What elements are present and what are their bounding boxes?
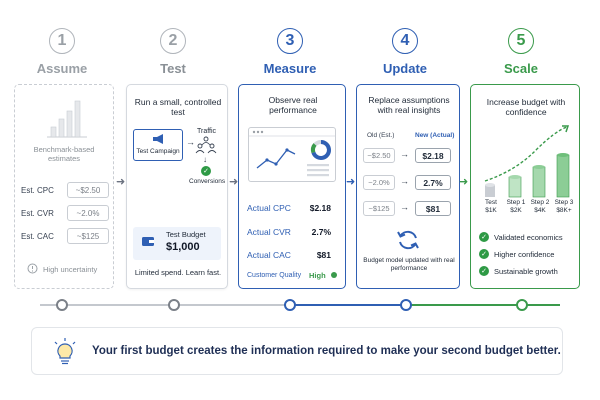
est-cvr-value: ~2.0% (67, 205, 109, 221)
timeline-track-blue (290, 304, 405, 306)
step-2-title: Test (160, 61, 186, 76)
scale-card: Increase budget with confidence Test $1K… (470, 84, 580, 289)
update-heading: Replace assumptions with real insights (368, 95, 450, 116)
bar-test-amount: $1K (485, 207, 497, 214)
uncertainty-label: High uncertainty (43, 265, 98, 274)
bar-step3-label: Step 3 (554, 199, 574, 206)
test-campaign-label: Test Campaign (136, 148, 180, 155)
new-cvr: 2.7% (415, 175, 451, 190)
new-cac: $81 (415, 201, 451, 216)
step-2-number: 2 (160, 28, 186, 54)
step-3-number: 3 (277, 28, 303, 54)
arrow-2-3: ➜ (229, 176, 239, 188)
new-cpc: $2.18 (415, 148, 451, 163)
step-4-number: 4 (392, 28, 418, 54)
check-icon: ✓ (479, 249, 489, 259)
traffic-down-arrow: ↓ (203, 155, 207, 164)
footer-message: Your first budget creates the informatio… (92, 345, 561, 357)
arrow-1-2: ➜ (116, 176, 126, 188)
bar-step2-label: Step 2 (530, 199, 550, 206)
old-cpc: ~$2.50 (363, 148, 395, 163)
measure-card: Observe real performance Actual CPC $2.1… (238, 84, 346, 289)
customer-quality-value: High (309, 271, 326, 280)
est-cvr-label: Est. CVR (21, 209, 54, 218)
timeline-dot-measure (284, 299, 296, 311)
actual-cvr-label: Actual CVR (247, 227, 291, 237)
timeline-dot-update (400, 299, 412, 311)
uncertainty-icon (27, 263, 38, 274)
test-campaign-box: Test Campaign (133, 129, 183, 161)
check-item-validated: Validated economics (494, 233, 563, 242)
conversion-check-icon: ✓ (201, 166, 211, 176)
old-cac: ~$125 (363, 201, 395, 216)
cac-update-arrow: → (400, 202, 409, 212)
lightbulb-icon (54, 338, 76, 365)
check-icon: ✓ (479, 266, 489, 276)
update-card: Replace assumptions with real insights O… (356, 84, 460, 289)
actual-cpc-value: $2.18 (309, 203, 331, 213)
timeline-track-gray (40, 304, 290, 306)
assume-card: Benchmark-based estimates Est. CPC ~$2.5… (14, 84, 114, 289)
old-header: Old (Est.) (367, 132, 395, 139)
est-cpc-value: ~$2.50 (67, 182, 109, 198)
test-footer: Limited spend. Learn fast. (134, 268, 222, 277)
benchmark-caption: Benchmark-based estimates (33, 145, 95, 163)
actual-cvr-value: 2.7% (311, 227, 331, 237)
test-budget-box: Test Budget $1,000 (133, 227, 221, 260)
step-1-title: Assume (36, 61, 88, 76)
new-header: New (Actual) (415, 132, 455, 139)
customer-quality-label: Customer Quality (247, 272, 302, 279)
old-cvr: ~2.0% (363, 175, 395, 190)
timeline-dot-assume (56, 299, 68, 311)
timeline (0, 296, 600, 316)
update-caption: Budget model updated with real performan… (363, 257, 455, 272)
actual-cac-label: Actual CAC (247, 250, 291, 260)
step-4-title: Update (382, 61, 428, 76)
step-5-title: Scale (504, 61, 538, 76)
people-icon (195, 136, 217, 154)
dashboard-window (248, 127, 336, 182)
bar-step3-amount: $8K+ (556, 207, 572, 214)
bar-step1-label: Step 1 (506, 199, 526, 206)
arrow-4-5: ➜ (459, 176, 469, 188)
growth-chart-icon (484, 125, 570, 198)
bar-step2-amount: $4K (534, 207, 546, 214)
megaphone-icon (153, 134, 163, 144)
bar-test-label: Test (485, 199, 497, 206)
test-budget-label: Test Budget (166, 230, 206, 239)
measure-heading: Observe real performance (268, 95, 318, 116)
bar-step1-amount: $2K (510, 207, 522, 214)
campaign-traffic-arrow: → (186, 137, 195, 147)
conversions-label: Conversions (189, 178, 226, 185)
est-cpc-label: Est. CPC (21, 186, 54, 195)
cvr-update-arrow: → (400, 176, 409, 186)
actual-cpc-label: Actual CPC (247, 203, 291, 213)
cpc-update-arrow: → (400, 149, 409, 159)
timeline-dot-scale (516, 299, 528, 311)
test-card: Run a small, controlled test Test Campai… (126, 84, 228, 289)
est-cac-value: ~$125 (67, 228, 109, 244)
wallet-icon (142, 237, 154, 246)
refresh-icon (397, 230, 419, 250)
est-cac-label: Est. CAC (21, 232, 54, 241)
check-icon: ✓ (479, 232, 489, 242)
footer-banner: Your first budget creates the informatio… (31, 327, 563, 375)
step-3-title: Measure (263, 61, 317, 76)
scale-heading: Increase budget with confidence (486, 97, 566, 118)
step-1-number: 1 (49, 28, 75, 54)
traffic-label: Traffic (197, 128, 217, 135)
check-item-growth: Sustainable growth (494, 267, 558, 276)
test-heading: Run a small, controlled test (134, 97, 222, 118)
benchmark-chart-icon (47, 100, 87, 138)
arrow-3-4: ➜ (346, 176, 356, 188)
dashboard-chart-icon (249, 130, 335, 177)
actual-cac-value: $81 (316, 250, 331, 260)
timeline-dot-test (168, 299, 180, 311)
timeline-track-green (405, 304, 560, 306)
step-5-number: 5 (508, 28, 534, 54)
check-item-confidence: Higher confidence (494, 250, 555, 259)
test-budget-value: $1,000 (166, 241, 200, 253)
quality-status-dot (331, 272, 337, 278)
